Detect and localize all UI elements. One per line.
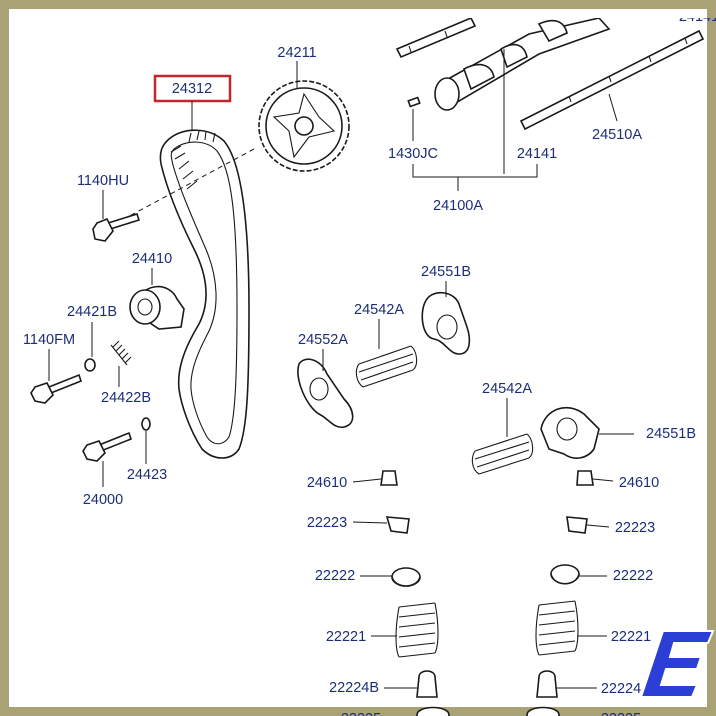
label-lifter-left: 24610: [307, 475, 347, 491]
washer-part: [84, 358, 96, 372]
keeper-right-part: [566, 516, 588, 534]
bolt-left: [30, 373, 82, 404]
seat-right-part: [536, 670, 558, 698]
partial-part-left: [416, 706, 450, 716]
rocker-arm-left: [297, 358, 354, 429]
rocker-arm-right: [540, 406, 600, 459]
label-valve-spring-left: 22221: [326, 629, 366, 645]
label-partial-bottom-right: 22225: [601, 711, 641, 716]
spring-mid-right: [471, 433, 534, 475]
label-keeper-left: 22223: [307, 515, 347, 531]
tensioner-pulley: [129, 285, 185, 330]
lifter-left-part: [380, 470, 398, 486]
label-camshaft: 24141: [517, 146, 557, 162]
camshaft: [434, 18, 611, 111]
key-part: [407, 96, 421, 108]
label-partial-top-right: 24141: [679, 18, 716, 25]
label-sprocket: 24211: [277, 45, 316, 61]
rocker-arm-top: [421, 291, 471, 355]
parts-diagram: 24312 24211 1140HU 24410 24421B 1140FM 2…: [23, 18, 716, 716]
label-seat-left: 22224B: [329, 680, 379, 696]
label-arm-left: 24552A: [298, 332, 348, 348]
label-spring-mid-left: 24542A: [354, 302, 404, 318]
label-seat-right: 22224: [601, 681, 641, 697]
rocker-shaft-top: [395, 18, 477, 59]
label-tensioner: 24410: [132, 251, 172, 267]
label-assembly: 24100A: [433, 198, 483, 214]
seat-left-part: [416, 670, 438, 698]
retainer-left-part: [391, 567, 421, 587]
bolt-top: [92, 213, 141, 242]
label-arm-right: 24551B: [646, 426, 696, 442]
label-valve-spring-right: 22221: [611, 629, 651, 645]
retainer-right-part: [550, 564, 580, 585]
label-partial-bottom-left: 22225: [341, 711, 381, 716]
valve-spring-right: [535, 600, 579, 656]
label-retainer-left: 22222: [315, 568, 355, 584]
label-bolt-top: 1140HU: [77, 173, 129, 189]
lifter-right-part: [576, 470, 594, 486]
label-belt: 24312: [172, 81, 212, 97]
keeper-left-part: [385, 516, 410, 534]
partial-part-right: [526, 706, 560, 716]
rocker-shaft-right: [519, 29, 705, 131]
label-key: 1430JC: [388, 146, 438, 162]
small-spring: [110, 340, 132, 366]
label-lifter-right: 24610: [619, 475, 659, 491]
timing-belt: [159, 129, 250, 459]
camshaft-sprocket: [258, 80, 350, 172]
label-keeper-right: 22223: [615, 520, 655, 536]
label-shaft: 24510A: [592, 127, 642, 143]
spring-mid-left: [355, 345, 418, 388]
logo-e-icon: [639, 630, 715, 698]
label-spring-small: 24422B: [101, 390, 151, 406]
label-washer: 24421B: [67, 304, 117, 320]
label-retainer-right: 22222: [613, 568, 653, 584]
label-bolt-bottom: 24000: [83, 492, 123, 508]
small-washer-part: [141, 417, 151, 431]
label-bolt-left: 1140FM: [23, 332, 75, 348]
label-washer-small: 24423: [127, 467, 167, 483]
valve-spring-left: [395, 602, 439, 658]
label-spring-mid-right: 24542A: [482, 381, 532, 397]
bolt-bottom: [82, 431, 132, 462]
label-arm-top: 24551B: [421, 264, 471, 280]
